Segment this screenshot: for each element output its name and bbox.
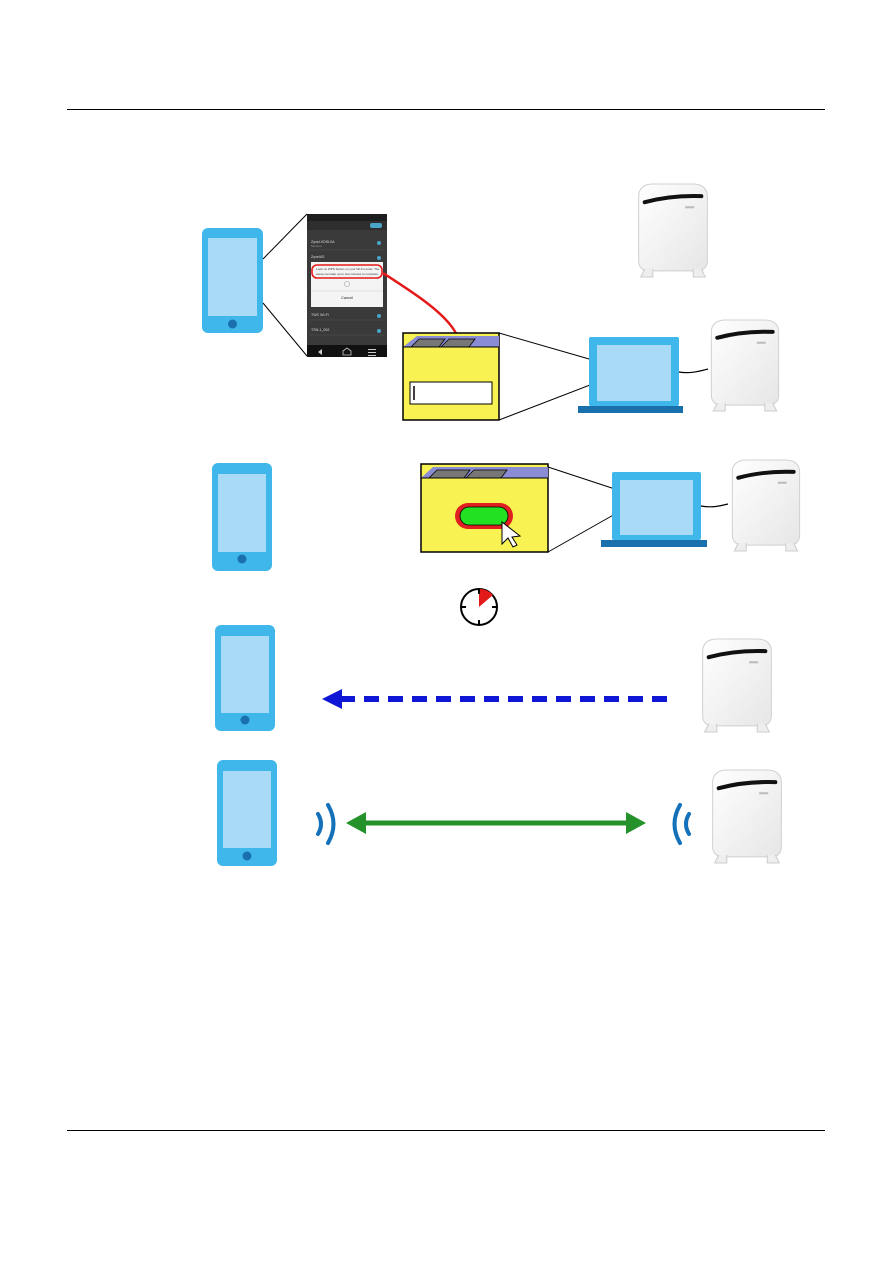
router-icon <box>639 184 708 277</box>
network-item: TWC Wi-Fi <box>311 313 329 317</box>
web-config-window-pin <box>402 332 500 421</box>
router-icon <box>709 318 781 412</box>
router-icon <box>730 458 802 552</box>
svg-text:Secured: Secured <box>311 244 322 248</box>
android-wps-screenshot: Zyxel-VDSL0A Secured Zyxel4G TWC Wi-Fi T… <box>307 214 387 357</box>
laptop-2 <box>601 472 707 547</box>
dialog-cancel-button: Cancel <box>341 296 353 300</box>
phone-wifi-waves <box>316 803 336 845</box>
router-icon <box>703 639 772 732</box>
phone-2 <box>212 463 272 571</box>
mouse-pointer-icon <box>501 520 522 548</box>
web-config-window-wps <box>420 463 549 553</box>
network-item: Zyxel4G <box>311 255 325 259</box>
network-item: Zyxel-VDSL0A <box>311 240 335 244</box>
network-list: Zyxel-VDSL0A Secured Zyxel4G TWC Wi-Fi T… <box>309 240 385 336</box>
footer-rule <box>67 1130 825 1131</box>
header-rule <box>67 109 825 110</box>
network-item: TSN-1_002 <box>311 328 329 332</box>
router-wifi-waves <box>672 803 691 845</box>
laptop-1 <box>578 337 683 413</box>
dialog-text: setup can take up to two minutes to comp… <box>316 272 379 276</box>
pin-input <box>409 381 493 405</box>
wps-dialog: Look on WPS button on your Wi-Fi router.… <box>311 262 383 307</box>
phone-3 <box>215 625 275 731</box>
phone-1 <box>202 228 263 333</box>
timer-icon <box>460 588 498 626</box>
phone-4 <box>217 760 277 866</box>
dialog-text: Look on WPS button on your Wi-Fi router.… <box>316 267 380 271</box>
router-icon <box>713 770 782 863</box>
